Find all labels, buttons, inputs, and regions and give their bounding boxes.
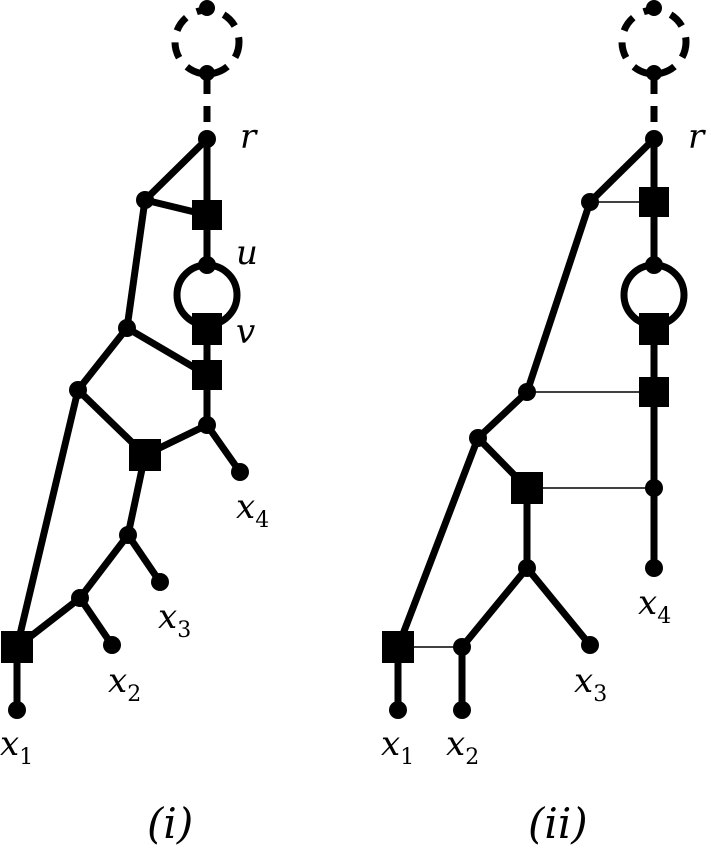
leaf-x4: x4 — [638, 583, 671, 629]
tree-nodes — [8, 0, 249, 719]
label-r: r — [688, 117, 706, 157]
leaf-x3: x3 — [574, 661, 607, 707]
caption-i: (i) — [147, 799, 193, 848]
tree-nodes — [389, 0, 663, 719]
leaf-x4: x4 — [236, 487, 269, 533]
leaf-x1: x1 — [381, 724, 414, 770]
thin-edges — [398, 201, 654, 648]
reticulation-nodes — [382, 187, 669, 663]
dashed-root-cycle — [171, 6, 243, 78]
leaf-x2: x2 — [446, 724, 479, 770]
label-r: r — [240, 117, 258, 157]
panel-i: r u v x1 x2 x3 x4 (i) — [0, 0, 269, 848]
leaf-x2: x2 — [108, 661, 141, 707]
reticulation-nodes — [1, 200, 222, 663]
leaf-x3: x3 — [158, 597, 191, 643]
edges — [394, 135, 688, 714]
leaf-x1: x1 — [0, 724, 33, 770]
label-v: v — [236, 312, 255, 352]
panel-ii: r x1 x2 x3 x4 (ii) — [381, 0, 706, 848]
caption-ii: (ii) — [528, 799, 588, 848]
label-u: u — [236, 233, 258, 273]
dashed-root-cycle — [618, 6, 690, 78]
